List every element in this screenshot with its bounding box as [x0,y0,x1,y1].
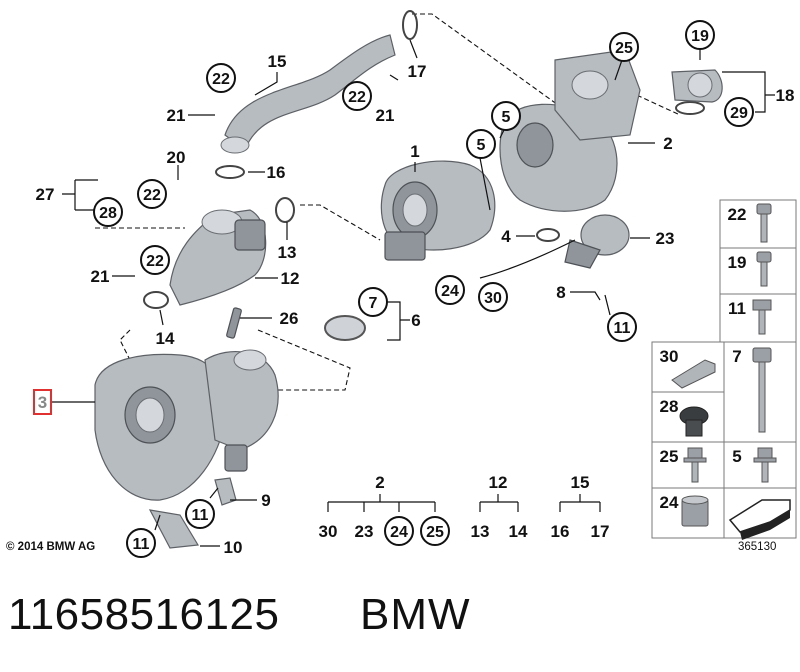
turbocharger-2 [499,49,641,212]
callout-30: 30 [484,290,502,307]
sensor-26 [226,307,242,339]
callout-10: 10 [224,538,243,557]
callout-21: 21 [167,106,186,125]
callout-14: 14 [156,329,175,348]
callout-22: 22 [212,71,230,88]
bracket-icon [671,359,716,389]
legend-num: 24 [660,493,679,512]
v-band-clamp [324,315,366,341]
callout-5: 5 [477,137,486,154]
legend-num: 11 [728,299,746,318]
brand: BMW [360,590,471,639]
callout-15: 15 [268,52,287,71]
callout-26: 26 [280,309,299,328]
seal-ring-13 [275,197,295,223]
legend-num: 22 [728,205,747,224]
callout-25: 25 [615,40,633,57]
group-12-title: 12 [489,473,508,492]
bracket-10 [148,509,199,549]
callout-21: 21 [376,106,395,125]
intake-pipe [220,34,396,154]
group-12-item: 13 [471,522,490,541]
callout-21: 21 [91,267,110,286]
legend-num: 28 [660,397,679,416]
group-2-title: 2 [375,473,384,492]
image-number: 365130 [738,541,777,553]
legend-panel: 22 19 11 30 7 28 [651,199,797,540]
turbocharger-3 [94,349,279,501]
group-2-item: 25 [426,524,444,541]
callout-11: 11 [133,536,150,553]
legend-num: 19 [728,253,747,272]
wastegate-actuator [479,214,630,279]
long-bolt-icon [752,347,772,433]
callout-20: 20 [167,148,186,167]
callout-22: 22 [348,89,366,106]
callout-12: 12 [281,269,300,288]
leader-lines [52,39,775,547]
callout-5: 5 [502,109,511,126]
arrow-icon [728,499,791,540]
callout-27: 27 [36,185,55,204]
legend-num: 30 [660,347,679,366]
callout-29: 29 [730,105,748,122]
group-2-item: 24 [390,524,408,541]
callout-24: 24 [441,283,459,300]
turbocharger-1 [380,160,496,261]
callout-3-highlight: 3 [33,389,52,415]
legend-num: 5 [732,447,741,466]
callout-17: 17 [408,62,427,81]
seal-ring-16 [215,165,245,179]
callout-19: 19 [691,28,709,45]
seal-ring-14 [143,291,169,309]
flange-bolt-icon [753,447,777,483]
copyright: © 2014 BMW AG [6,541,96,553]
seal-ring-4 [536,228,560,242]
callout-23: 23 [656,229,675,248]
bolt-hex-socket-icon [756,251,772,287]
hex-nut-icon [681,495,709,527]
group-15-title: 15 [571,473,590,492]
flange-bolt-icon [683,447,707,483]
seal-ring-17 [402,10,418,40]
callout-3: 3 [38,393,47,412]
bolt-hex-socket-icon [756,203,772,243]
callout-8: 8 [556,283,565,302]
callout-9: 9 [261,491,270,510]
callout-labels: 15 17 21 21 20 16 27 13 12 21 14 26 1 2 … [36,52,795,557]
intake-manifold [169,209,267,306]
group-2-item: 23 [355,522,374,541]
callout-18: 18 [776,86,795,105]
circled-callouts: 22 22 22 28 22 5 5 25 19 29 24 30 11 7 1… [93,20,754,558]
callout-22: 22 [143,187,161,204]
callout-2: 2 [663,134,672,153]
bracket-9 [214,477,237,506]
group-2: 2 30 23 24 25 [319,473,450,546]
callout-6: 6 [411,311,420,330]
rubber-grommet-icon [679,406,709,437]
seal-ring-29 [675,101,705,115]
group-15: 15 16 17 [551,473,610,541]
group-15-item: 17 [591,522,610,541]
part-number: 11658516125 [8,590,280,639]
legend-num: 7 [732,347,741,366]
callout-7: 7 [369,295,378,312]
group-12-item: 14 [509,522,528,541]
callout-28: 28 [99,205,117,222]
callout-11: 11 [614,320,631,337]
callout-1: 1 [410,142,419,161]
hex-bolt-icon [752,299,772,335]
callout-4: 4 [501,227,511,246]
group-15-item: 16 [551,522,570,541]
callout-16: 16 [267,163,286,182]
group-2-item: 30 [319,522,338,541]
callout-11: 11 [192,507,209,524]
callout-13: 13 [278,243,297,262]
group-12: 12 13 14 [471,473,528,541]
legend-num: 25 [660,447,679,466]
throttle-housing [671,69,723,103]
callout-22: 22 [146,253,164,270]
